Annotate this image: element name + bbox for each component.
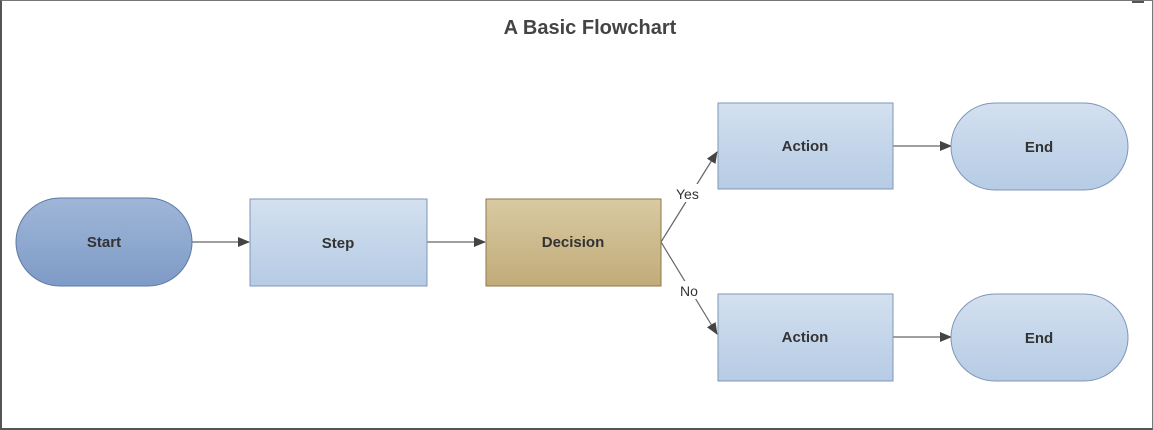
node-decision[interactable]: Decision — [485, 198, 662, 287]
node-start-label: Start — [87, 234, 121, 251]
node-end-no-label: End — [1025, 330, 1053, 347]
node-end-no[interactable]: End — [950, 293, 1129, 382]
node-start[interactable]: Start — [15, 197, 193, 287]
diagram-title: A Basic Flowchart — [503, 17, 677, 39]
node-end-yes-label: End — [1025, 139, 1053, 156]
node-decision-label: Decision — [542, 234, 605, 251]
node-step-label: Step — [322, 235, 355, 252]
corner-mark — [1122, 1, 1152, 4]
node-action-yes[interactable]: Action — [717, 102, 894, 190]
node-action-no[interactable]: Action — [717, 293, 894, 382]
node-action-yes-label: Action — [782, 138, 829, 155]
node-step[interactable]: Step — [249, 198, 428, 287]
node-end-yes[interactable]: End — [950, 102, 1129, 191]
edge-label-no: No — [680, 283, 698, 299]
edge-label-yes: Yes — [676, 186, 699, 202]
node-action-no-label: Action — [782, 329, 829, 346]
